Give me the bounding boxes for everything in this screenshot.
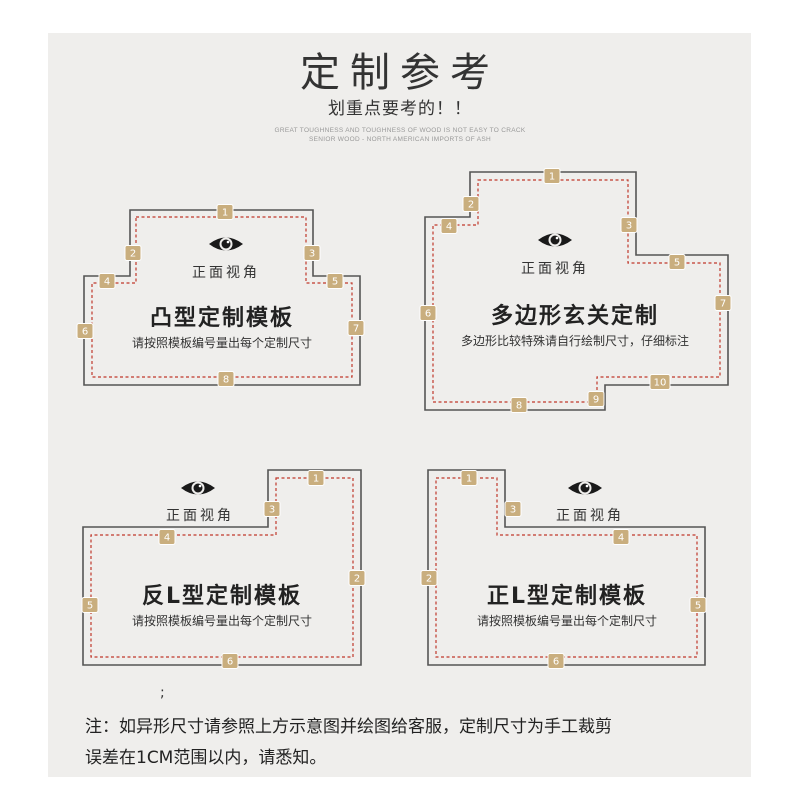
view-label-1: 正面视角 (192, 265, 260, 281)
l-shape-outline (427, 469, 706, 666)
number-badge-1-8: 8 (217, 371, 235, 387)
number-badge-1-4: 4 (98, 273, 116, 289)
svg-text:4: 4 (618, 533, 624, 544)
reverse-l-outline (82, 469, 362, 666)
svg-text:3: 3 (626, 221, 632, 232)
template-1-title: 凸型定制模板 (149, 306, 294, 331)
svg-text:9: 9 (593, 395, 599, 406)
page-title: 定制参考 (300, 50, 500, 96)
view-label-3: 正面视角 (166, 508, 234, 524)
number-badge-2-3: 3 (620, 217, 638, 233)
l-shape-dashed-line (435, 477, 698, 658)
template-l-shape (427, 469, 706, 666)
footer-mark: ; (160, 685, 165, 701)
svg-text:8: 8 (516, 401, 522, 412)
svg-text:5: 5 (674, 258, 680, 269)
number-badge-1-5: 5 (326, 273, 344, 289)
page-subtitle: 划重点要考的！！ (328, 99, 472, 119)
svg-text:2: 2 (468, 200, 474, 211)
number-badge-2-4: 4 (440, 218, 458, 234)
convex-dashed-line (91, 216, 353, 378)
number-badge-1-1: 1 (216, 204, 234, 220)
polygon-dashed-line (432, 179, 721, 403)
svg-text:7: 7 (353, 324, 359, 335)
number-badges: 1 2 3 4 5 6 7 8 1 2 3 4 5 6 7 8 9 10 1 2 3 4 5 6 1 2 3 4 5 6 (76, 168, 732, 669)
number-badge-4-5: 5 (689, 597, 707, 613)
number-badge-1-7: 7 (347, 320, 365, 336)
number-badge-2-7: 7 (714, 295, 732, 311)
svg-text:6: 6 (425, 309, 431, 320)
number-badge-2-6: 6 (419, 305, 437, 321)
view-label-2: 正面视角 (521, 261, 589, 277)
number-badge-2-5: 5 (668, 254, 686, 270)
eye-icon (209, 237, 243, 251)
svg-text:2: 2 (354, 574, 360, 585)
svg-text:1: 1 (222, 208, 228, 219)
svg-text:6: 6 (82, 327, 88, 338)
svg-text:3: 3 (269, 505, 275, 516)
number-badge-3-4: 4 (158, 529, 176, 545)
svg-text:1: 1 (549, 172, 555, 183)
number-badge-4-1: 1 (460, 470, 478, 486)
footer-note-line-1: 注：如异形尺寸请参照上方示意图并绘图给客服，定制尺寸为手工裁剪 (85, 717, 612, 737)
number-badge-4-3: 3 (504, 501, 522, 517)
svg-text:8: 8 (223, 375, 229, 386)
template-3-title: 反L型定制模板 (141, 584, 303, 609)
view-label-4: 正面视角 (556, 508, 624, 524)
number-badge-3-1: 1 (307, 470, 325, 486)
svg-text:7: 7 (720, 299, 726, 310)
svg-text:4: 4 (164, 533, 170, 544)
number-badge-4-2: 2 (420, 570, 438, 586)
svg-text:5: 5 (332, 277, 338, 288)
number-badge-4-6: 6 (547, 653, 565, 669)
svg-text:6: 6 (227, 657, 233, 668)
svg-text:4: 4 (446, 222, 452, 233)
number-badge-3-3: 3 (263, 501, 281, 517)
svg-text:3: 3 (309, 249, 315, 260)
svg-text:1: 1 (313, 474, 319, 485)
content-panel (48, 33, 751, 777)
number-badge-3-6: 6 (221, 653, 239, 669)
number-badge-1-2: 2 (124, 245, 142, 261)
footer-note-line-2: 误差在1CM范围以内，请悉知。 (85, 748, 327, 768)
svg-text:6: 6 (553, 657, 559, 668)
template-2-desc: 多边形比较特殊请自行绘制尺寸，仔细标注 (460, 334, 689, 348)
template-1-desc: 请按照模板编号量出每个定制尺寸 (131, 336, 312, 350)
svg-text:1: 1 (466, 474, 472, 485)
template-3-desc: 请按照模板编号量出每个定制尺寸 (131, 614, 312, 628)
svg-text:3: 3 (510, 505, 516, 516)
number-badge-2-2: 2 (462, 196, 480, 212)
template-reverse-l-shape (82, 469, 362, 666)
tagline-2: SENIOR WOOD - NORTH AMERICAN IMPORTS OF … (308, 136, 492, 143)
number-badge-2-9: 9 (587, 391, 605, 407)
svg-text:4: 4 (104, 277, 110, 288)
number-badge-2-1: 1 (543, 168, 561, 184)
tagline-1: GREAT TOUGHNESS AND TOUGHNESS OF WOOD IS… (274, 127, 526, 134)
number-badge-2-10: 10 (649, 374, 671, 390)
reverse-l-dashed-line (90, 477, 354, 658)
template-2-title: 多边形玄关定制 (490, 304, 659, 329)
number-badge-1-6: 6 (76, 323, 94, 339)
convex-outline (83, 209, 361, 386)
template-4-title: 正L型定制模板 (486, 584, 648, 609)
number-badge-4-4: 4 (612, 529, 630, 545)
eye-icon (568, 481, 602, 495)
number-badge-3-2: 2 (348, 570, 366, 586)
svg-text:10: 10 (654, 378, 667, 389)
template-4-desc: 请按照模板编号量出每个定制尺寸 (476, 614, 657, 628)
svg-text:5: 5 (87, 601, 93, 612)
number-badge-1-3: 3 (303, 245, 321, 261)
number-badge-2-8: 8 (510, 397, 528, 413)
eye-icon (538, 233, 572, 247)
eye-icon (181, 481, 215, 495)
svg-text:5: 5 (695, 601, 701, 612)
number-badge-3-5: 5 (81, 597, 99, 613)
svg-text:2: 2 (426, 574, 432, 585)
svg-text:2: 2 (130, 249, 136, 260)
template-convex-shape (83, 209, 361, 386)
